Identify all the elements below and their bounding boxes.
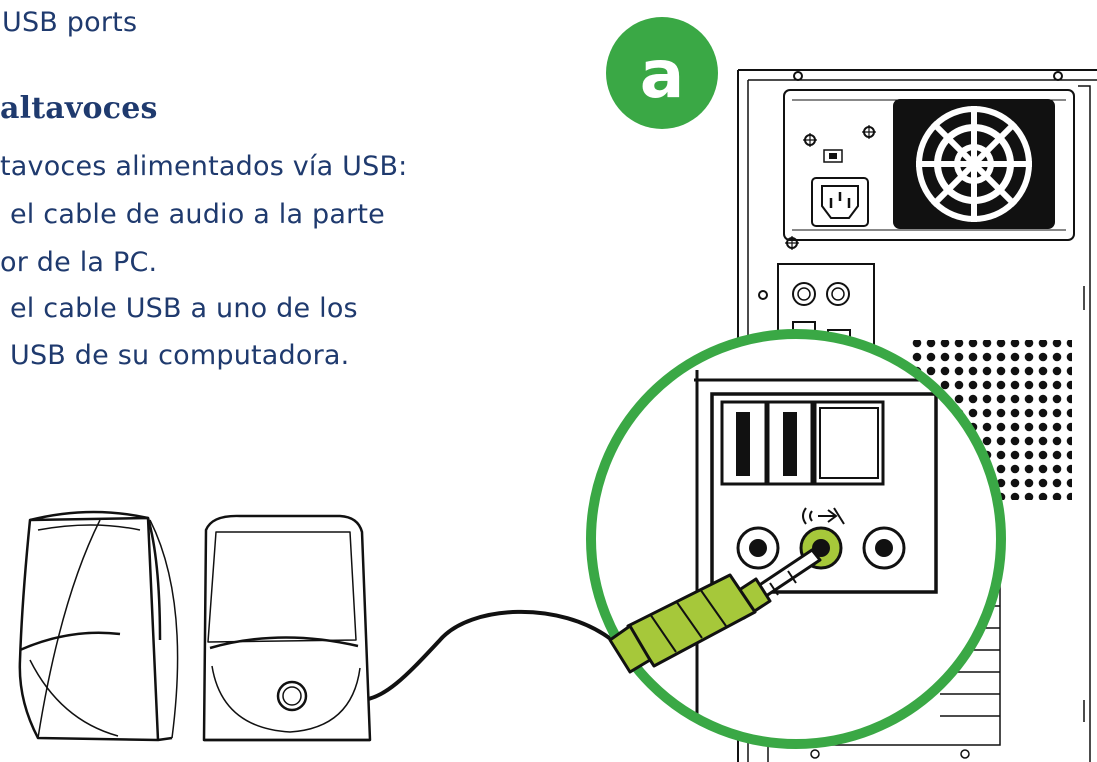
speaker-out-icon	[802, 507, 845, 525]
zoom-magnifier	[359, 329, 1006, 749]
audio-cable	[359, 609, 614, 702]
speaker-left	[18, 510, 179, 742]
section-heading: altavoces	[0, 91, 158, 126]
instruction-line-3: or de la PC.	[0, 247, 158, 278]
usb-ports	[720, 400, 885, 486]
psu-fan	[893, 99, 1055, 229]
audio-plug	[608, 548, 822, 674]
step-badge-label: a	[640, 36, 685, 113]
power-supply	[783, 89, 1075, 250]
zoom-ring	[586, 329, 1006, 749]
instruction-usb-ports: USB ports	[2, 7, 138, 38]
step-badge: a	[606, 17, 718, 129]
instruction-line-1: tavoces alimentados vía USB:	[0, 151, 408, 182]
instruction-line-5: USB de su computadora.	[10, 340, 350, 371]
instruction-line-4: el cable USB a uno de los	[10, 293, 358, 324]
instruction-line-2: el cable de audio a la parte	[10, 199, 385, 230]
speaker-right	[202, 514, 372, 742]
